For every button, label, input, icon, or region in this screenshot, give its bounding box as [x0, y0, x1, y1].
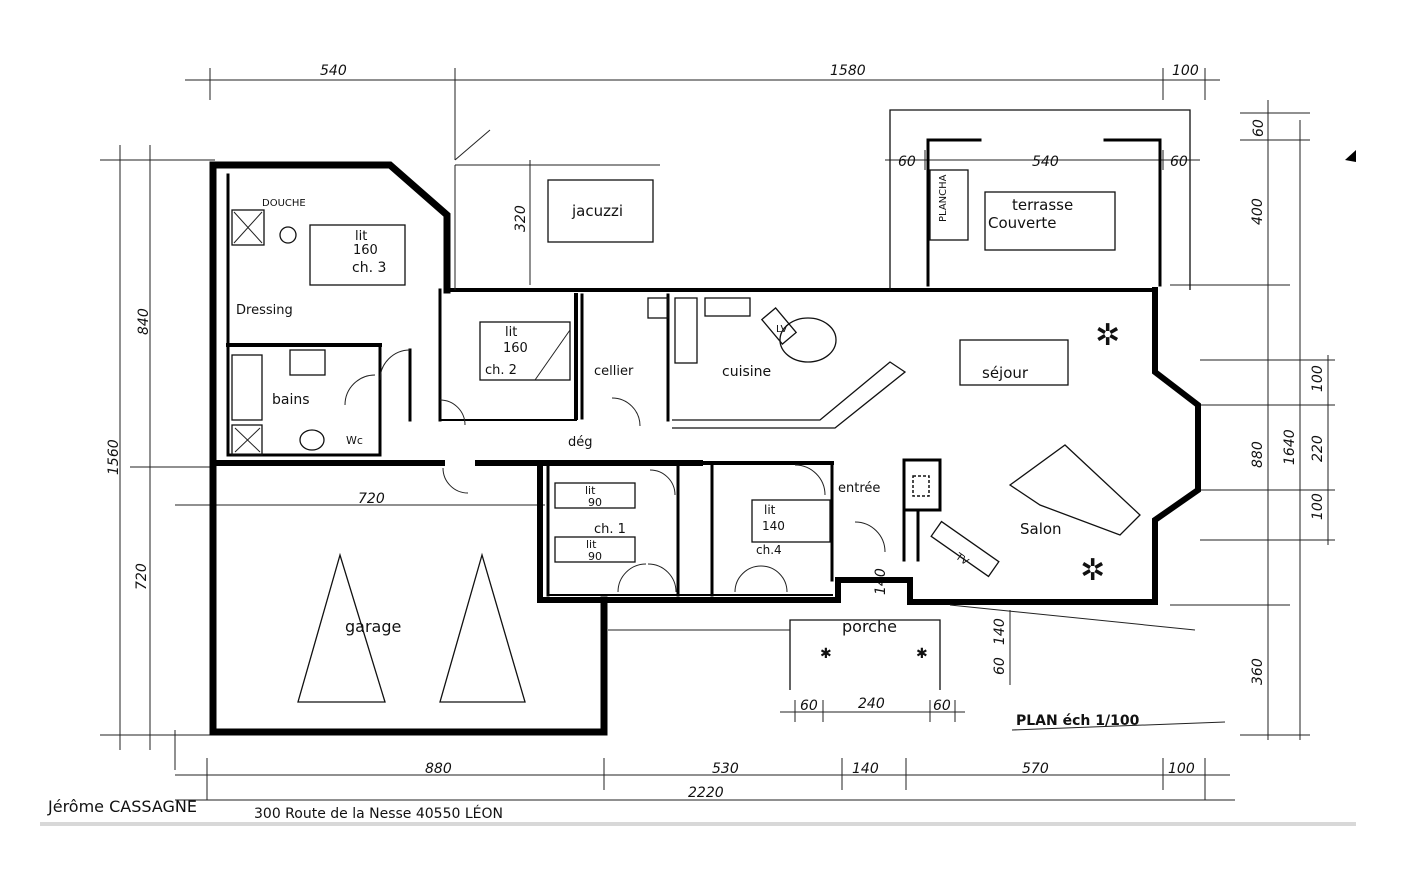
dim-jacuzzi-320: 320	[513, 205, 529, 232]
label-jacuzzi: jacuzzi	[571, 202, 623, 220]
label-ch4: ch.4	[756, 543, 782, 557]
label-wc: Wc	[346, 434, 363, 447]
label-lit-ch2-size: 160	[503, 341, 528, 356]
label-lit-ch1b: lit	[586, 538, 597, 551]
label-lit-ch3-size: 160	[353, 243, 378, 258]
dim-inner-100a: 100	[1310, 365, 1326, 392]
bed-ch2	[479, 321, 571, 381]
label-ch3: ch. 3	[352, 260, 386, 276]
dim-porch-140: 140	[992, 618, 1008, 645]
dim-top-1580: 1580	[830, 63, 866, 79]
bed-ch1-a	[554, 482, 636, 509]
label-lit-ch1b-size: 90	[588, 550, 602, 563]
dim-bottom-total: 2220	[688, 785, 724, 801]
dining-table	[959, 339, 1069, 386]
title-block: PLAN éch 1/100 Jérôme CASSAGNE 300 Route…	[47, 713, 1226, 822]
dim-right-60: 60	[1251, 119, 1267, 137]
bed-ch4	[751, 499, 831, 543]
dim-top-100: 100	[1172, 63, 1199, 79]
dim-bottom-140: 140	[852, 761, 879, 777]
label-couverte: Couverte	[988, 214, 1057, 232]
label-lit-ch1a: lit	[585, 484, 596, 497]
dim-bottom-880: 880	[425, 761, 452, 777]
scan-corner-mark	[1345, 150, 1356, 162]
walls	[209, 161, 1201, 736]
label-bains: bains	[272, 392, 310, 408]
furniture: ✲ ✲	[231, 209, 1141, 703]
label-ch1: ch. 1	[594, 522, 626, 537]
label-garage: garage	[345, 617, 401, 636]
dim-bottom-530: 530	[712, 761, 739, 777]
plant-salon-icon: ✲	[1080, 553, 1105, 588]
bed-ch1-b	[554, 536, 636, 563]
label-porche: porche	[842, 617, 897, 636]
scale-label: PLAN éch 1/100	[1016, 713, 1140, 729]
label-sejour: séjour	[982, 364, 1029, 382]
label-lit-ch4-size: 140	[762, 519, 785, 533]
label-lit-ch1a-size: 90	[588, 496, 602, 509]
dim-terrace-60a: 60	[898, 154, 916, 170]
dim-top-540: 540	[320, 63, 347, 79]
label-lv: LV	[776, 324, 787, 335]
label-entree: entrée	[838, 481, 880, 496]
bed-ch3	[309, 224, 406, 286]
dim-inner-220: 220	[1310, 435, 1326, 462]
dim-porch-240: 240	[858, 696, 885, 712]
dimension-lines	[100, 68, 1335, 801]
label-ch2: ch. 2	[485, 363, 517, 378]
label-douche: DOUCHE	[262, 198, 306, 209]
dim-left-720: 720	[134, 563, 150, 590]
dim-terrace-60b: 60	[1170, 154, 1188, 170]
porch-post-left-icon: ✱	[820, 646, 832, 662]
label-lit-ch2: lit	[505, 325, 517, 340]
dim-porch-60c: 60	[992, 657, 1008, 675]
dim-terrace-540: 540	[1032, 154, 1059, 170]
label-terrasse: terrasse	[1012, 196, 1073, 214]
dim-bottom-570: 570	[1022, 761, 1049, 777]
owner-address: 300 Route de la Nesse 40550 LÉON	[254, 805, 503, 822]
dim-right-360: 360	[1250, 658, 1266, 685]
dim-right-400: 400	[1250, 198, 1266, 225]
label-lit-ch4: lit	[764, 503, 776, 517]
porch-post-right-icon: ✱	[916, 646, 928, 662]
dim-left-total: 1560	[106, 439, 122, 475]
dim-left-840: 840	[136, 308, 152, 335]
dimension-labels: 540 1580 100 880 530 140 570 100 2220 84…	[106, 63, 1326, 801]
jacuzzi-basin	[547, 179, 654, 243]
dim-porch-60a: 60	[800, 698, 818, 714]
label-plancha: PLANCHA	[938, 174, 949, 222]
dim-porch-60b: 60	[933, 698, 951, 714]
scan-edge	[40, 822, 1356, 826]
label-cuisine: cuisine	[722, 364, 771, 380]
dim-inner-100b: 100	[1310, 493, 1326, 520]
label-dressing: Dressing	[236, 303, 293, 318]
dim-right-880: 880	[1250, 441, 1266, 468]
terrace-table	[984, 191, 1116, 251]
plancha-unit	[929, 169, 969, 241]
label-deg: dég	[568, 435, 593, 450]
outdoor: ✱ ✱	[454, 109, 1196, 690]
label-cellier: cellier	[594, 364, 634, 379]
label-salon: Salon	[1020, 520, 1062, 538]
dim-garage-720: 720	[358, 491, 385, 507]
door-swings	[344, 349, 886, 593]
plant-sejour-icon: ✲	[1095, 318, 1120, 353]
label-lit-ch3: lit	[355, 229, 367, 244]
dim-right-total: 1640	[1282, 429, 1298, 465]
dim-bottom-100: 100	[1168, 761, 1195, 777]
room-labels: DOUCHE lit 160 ch. 3 Dressing bains Wc j…	[236, 174, 1073, 636]
owner-name: Jérôme CASSAGNE	[47, 797, 197, 816]
